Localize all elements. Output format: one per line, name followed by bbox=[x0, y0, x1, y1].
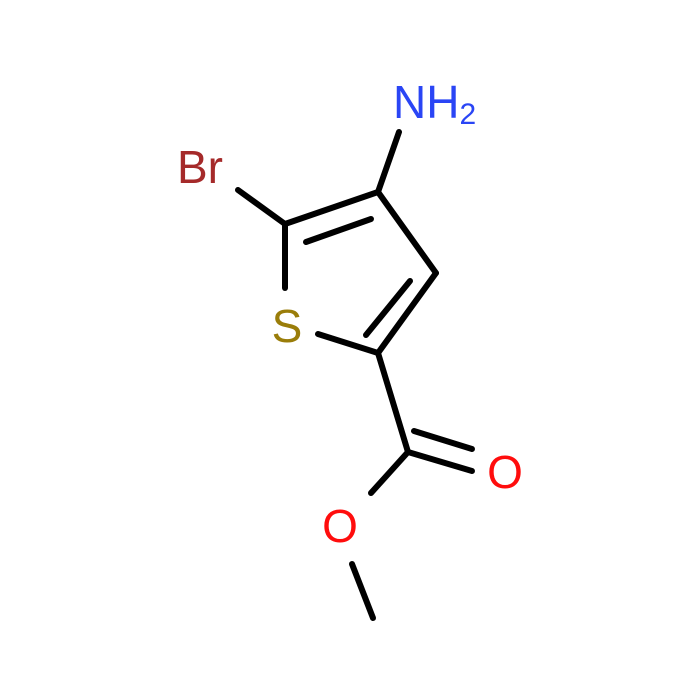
atom-bromine-label: Br bbox=[177, 141, 223, 193]
nitrogen-main-text: NH bbox=[393, 76, 459, 128]
bond-c5-c4-inner bbox=[303, 216, 374, 245]
bond-c5-c4 bbox=[282, 189, 381, 227]
bond-c4-c3 bbox=[375, 189, 439, 276]
atom-labels: Br S NH2 O O bbox=[177, 76, 523, 552]
bonds bbox=[235, 129, 475, 621]
bond-c3-c2-inner bbox=[363, 278, 413, 338]
bond-c2-s bbox=[315, 331, 381, 356]
nitrogen-subscript: 2 bbox=[459, 98, 476, 131]
bond-c-o-double-2 bbox=[411, 428, 475, 452]
bond-o-methyl bbox=[349, 561, 376, 621]
atom-nitrogen-label: NH2 bbox=[393, 76, 476, 131]
bond-c-o-ester bbox=[368, 449, 411, 496]
atom-sulfur-label: S bbox=[272, 300, 303, 352]
bond-c5-br bbox=[235, 187, 288, 227]
bond-c-o-double-1 bbox=[405, 449, 475, 474]
atom-carbonyl-oxygen-label: O bbox=[487, 446, 523, 498]
bond-c2-c-carbonyl bbox=[375, 350, 411, 455]
bond-c4-n bbox=[375, 129, 402, 195]
bond-c3-c2 bbox=[375, 270, 439, 356]
atom-ester-oxygen-label: O bbox=[322, 500, 358, 552]
